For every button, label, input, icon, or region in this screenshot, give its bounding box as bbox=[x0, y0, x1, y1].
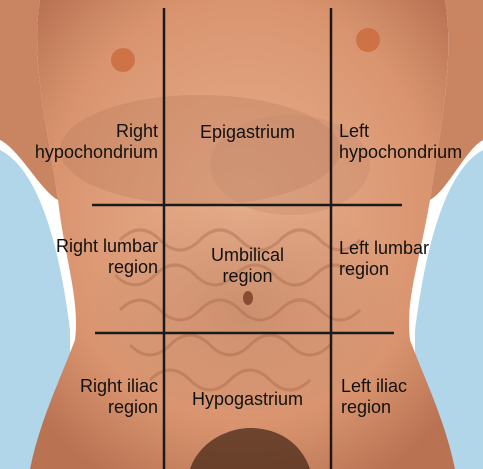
region-text: region bbox=[56, 257, 158, 278]
region-text: hypochondrium bbox=[35, 142, 158, 163]
region-text: Right lumbar bbox=[56, 236, 158, 257]
region-text: region bbox=[339, 259, 429, 280]
label-left-lumbar: Left lumbar region bbox=[339, 238, 429, 280]
label-right-iliac: Right iliac region bbox=[80, 376, 158, 418]
label-right-hypochondrium: Right hypochondrium bbox=[35, 121, 158, 163]
label-umbilical: Umbilical region bbox=[164, 245, 331, 287]
region-text: region bbox=[341, 397, 407, 418]
label-right-lumbar: Right lumbar region bbox=[56, 236, 158, 278]
label-hypogastrium: Hypogastrium bbox=[164, 389, 331, 410]
label-left-hypochondrium: Left hypochondrium bbox=[339, 121, 462, 163]
region-text: Left bbox=[339, 121, 462, 142]
region-text: Left lumbar bbox=[339, 238, 429, 259]
region-text: Right iliac bbox=[80, 376, 158, 397]
region-text: Hypogastrium bbox=[164, 389, 331, 410]
right-nipple bbox=[111, 48, 135, 72]
navel bbox=[243, 291, 253, 305]
label-left-iliac: Left iliac region bbox=[341, 376, 407, 418]
region-text: Epigastrium bbox=[164, 122, 331, 143]
region-text: Right bbox=[35, 121, 158, 142]
left-nipple bbox=[356, 28, 380, 52]
label-epigastrium: Epigastrium bbox=[164, 122, 331, 143]
region-text: hypochondrium bbox=[339, 142, 462, 163]
region-text: region bbox=[80, 397, 158, 418]
region-text: Left iliac bbox=[341, 376, 407, 397]
region-text: Umbilical bbox=[164, 245, 331, 266]
region-text: region bbox=[164, 266, 331, 287]
